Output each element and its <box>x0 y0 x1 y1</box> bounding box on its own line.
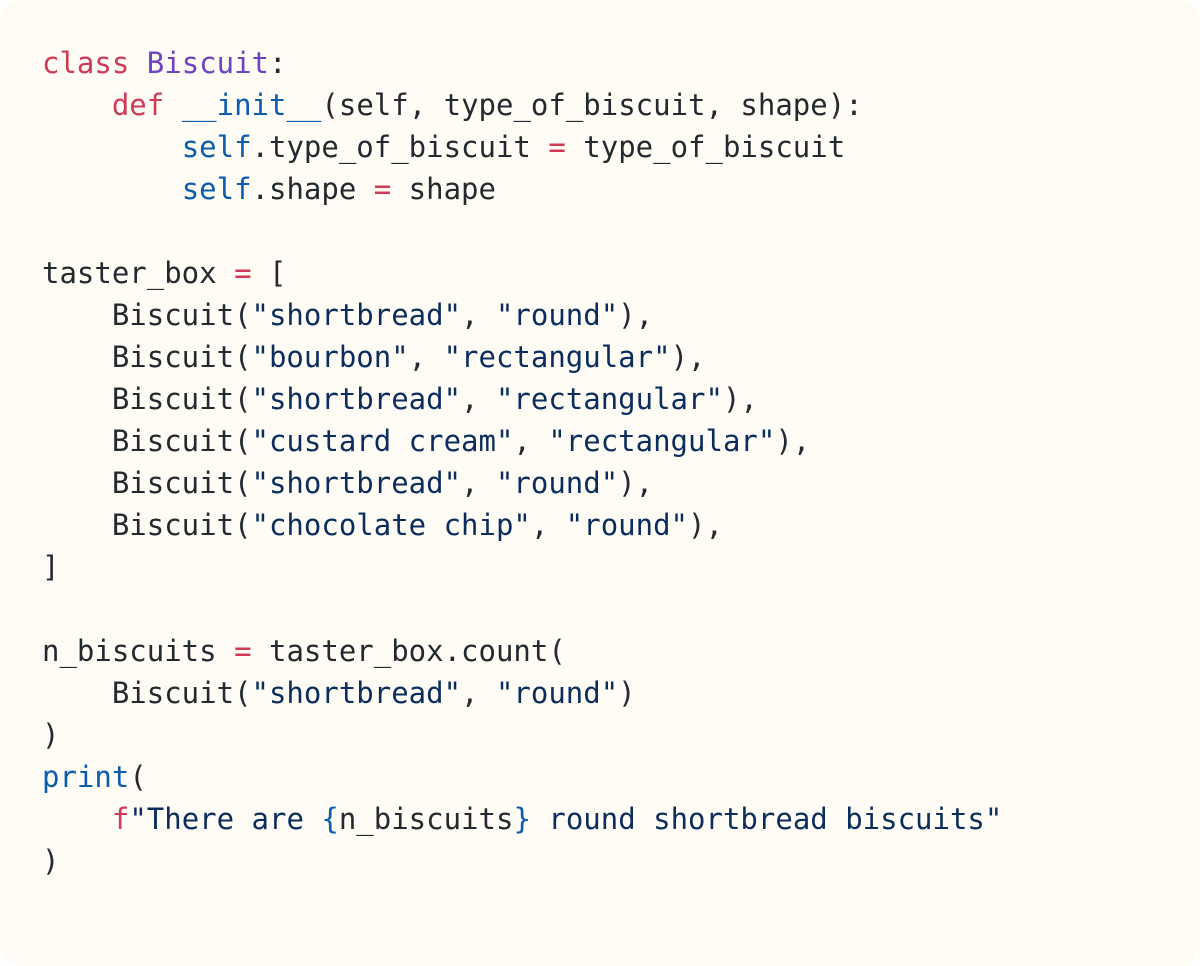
code-token-plain: ( <box>129 760 147 794</box>
code-line: Biscuit("custard cream", "rectangular"), <box>42 420 1200 462</box>
code-line: ) <box>42 714 1200 756</box>
code-token-plain: Biscuit( <box>42 298 252 332</box>
code-token-plain: ), <box>722 382 758 416</box>
code-token-builtin: print <box>42 760 130 794</box>
code-line: self.type_of_biscuit = type_of_biscuit <box>42 126 1200 168</box>
code-line: taster_box = [ <box>42 252 1200 294</box>
code-token-punct: ( <box>321 88 339 122</box>
code-token-string: "rectangular" <box>495 382 723 416</box>
code-token-plain: ) <box>42 844 60 878</box>
code-token-plain <box>42 802 112 836</box>
code-token-plain: ), <box>618 466 654 500</box>
code-token-plain: , <box>408 340 444 374</box>
code-token-keyword: class <box>42 46 130 80</box>
code-token-plain: ), <box>618 298 654 332</box>
code-token-string: "round" <box>495 298 619 332</box>
code-token-string: "rectangular" <box>443 340 671 374</box>
code-block: class Biscuit: def __init__(self, type_o… <box>42 42 1200 882</box>
code-line: Biscuit("shortbread", "round"), <box>42 294 1200 336</box>
code-token-string: "There are <box>129 802 322 836</box>
code-line: print( <box>42 756 1200 798</box>
code-token-plain: ), <box>688 508 723 542</box>
code-token-string: "custard cream" <box>251 424 514 458</box>
code-token-string: "bourbon" <box>251 340 409 374</box>
code-line: Biscuit("bourbon", "rectangular"), <box>42 336 1200 378</box>
code-token-string: "round" <box>495 676 619 710</box>
code-token-plain: shape <box>391 172 496 206</box>
code-token-plain: ) <box>42 718 60 752</box>
code-line: self.shape = shape <box>42 168 1200 210</box>
code-token-plain: .shape <box>251 172 374 206</box>
code-token-plain: , <box>461 298 496 332</box>
code-token-plain: Biscuit( <box>42 508 252 542</box>
code-token-string: "rectangular" <box>548 424 776 458</box>
code-token-plain <box>129 46 146 80</box>
code-token-plain: ) <box>618 676 636 710</box>
code-token-string: "chocolate chip" <box>251 508 531 542</box>
code-token-classname: Biscuit <box>146 46 269 80</box>
code-token-plain <box>42 172 182 206</box>
code-line: Biscuit("shortbread", "round"), <box>42 462 1200 504</box>
code-token-string: "round" <box>565 508 689 542</box>
code-token-plain <box>164 88 181 122</box>
code-token-keyword: def <box>111 88 165 122</box>
code-token-punct: : <box>269 46 287 80</box>
code-line: ) <box>42 840 1200 882</box>
code-line: Biscuit("shortbread", "rectangular"), <box>42 378 1200 420</box>
code-token-plain: , <box>513 424 549 458</box>
code-line: ] <box>42 546 1200 588</box>
code-line: n_biscuits = taster_box.count( <box>42 630 1200 672</box>
code-token-operator: = <box>373 172 392 206</box>
code-token-operator: = <box>548 130 566 164</box>
code-token-operator: = <box>234 634 252 668</box>
code-token-plain: Biscuit( <box>42 466 252 500</box>
code-token-plain: , <box>461 466 496 500</box>
code-token-plain: , <box>530 508 566 542</box>
code-token-plain: n_biscuits <box>338 802 514 836</box>
code-line: f"There are {n_biscuits} round shortbrea… <box>42 798 1200 840</box>
code-token-plain: [ <box>251 256 287 290</box>
code-line: Biscuit("chocolate chip", "round"), <box>42 504 1200 546</box>
code-token-operator: = <box>234 256 252 290</box>
code-line: def __init__(self, type_of_biscuit, shap… <box>42 84 1200 126</box>
code-token-string: "shortbread" <box>251 466 462 500</box>
code-token-plain: self, type_of_biscuit, shape <box>338 88 828 122</box>
code-token-plain: Biscuit( <box>42 676 252 710</box>
code-line: class Biscuit: <box>42 42 1200 84</box>
code-token-plain: , <box>461 676 496 710</box>
code-token-self: self <box>181 172 252 206</box>
code-token-plain: , <box>461 382 496 416</box>
code-token-plain: type_of_biscuit <box>565 130 846 164</box>
code-token-string: "shortbread" <box>251 382 462 416</box>
code-token-plain: ), <box>670 340 706 374</box>
code-token-string: "shortbread" <box>251 298 462 332</box>
code-token-keyword: f <box>111 802 130 836</box>
code-token-plain <box>42 88 112 122</box>
code-token-interp: { <box>321 802 339 836</box>
code-token-plain <box>42 130 182 164</box>
code-token-string: round shortbread biscuits" <box>530 802 1003 836</box>
code-token-function: __init__ <box>181 88 322 122</box>
code-token-plain: .type_of_biscuit <box>251 130 549 164</box>
code-line <box>42 588 1200 630</box>
code-token-string: "shortbread" <box>251 676 462 710</box>
code-token-plain: taster_box.count( <box>251 634 566 668</box>
code-token-plain: ), <box>775 424 811 458</box>
code-token-plain: ] <box>42 550 60 584</box>
code-token-plain: Biscuit( <box>42 424 252 458</box>
code-line <box>42 210 1200 252</box>
code-token-plain: n_biscuits <box>42 634 235 668</box>
code-line: Biscuit("shortbread", "round") <box>42 672 1200 714</box>
code-token-string: "round" <box>495 466 619 500</box>
code-token-plain: Biscuit( <box>42 340 252 374</box>
code-token-interp: } <box>513 802 531 836</box>
code-token-self: self <box>181 130 252 164</box>
code-token-plain: Biscuit( <box>42 382 252 416</box>
code-token-plain: taster_box <box>42 256 235 290</box>
code-token-punct: ): <box>827 88 863 122</box>
